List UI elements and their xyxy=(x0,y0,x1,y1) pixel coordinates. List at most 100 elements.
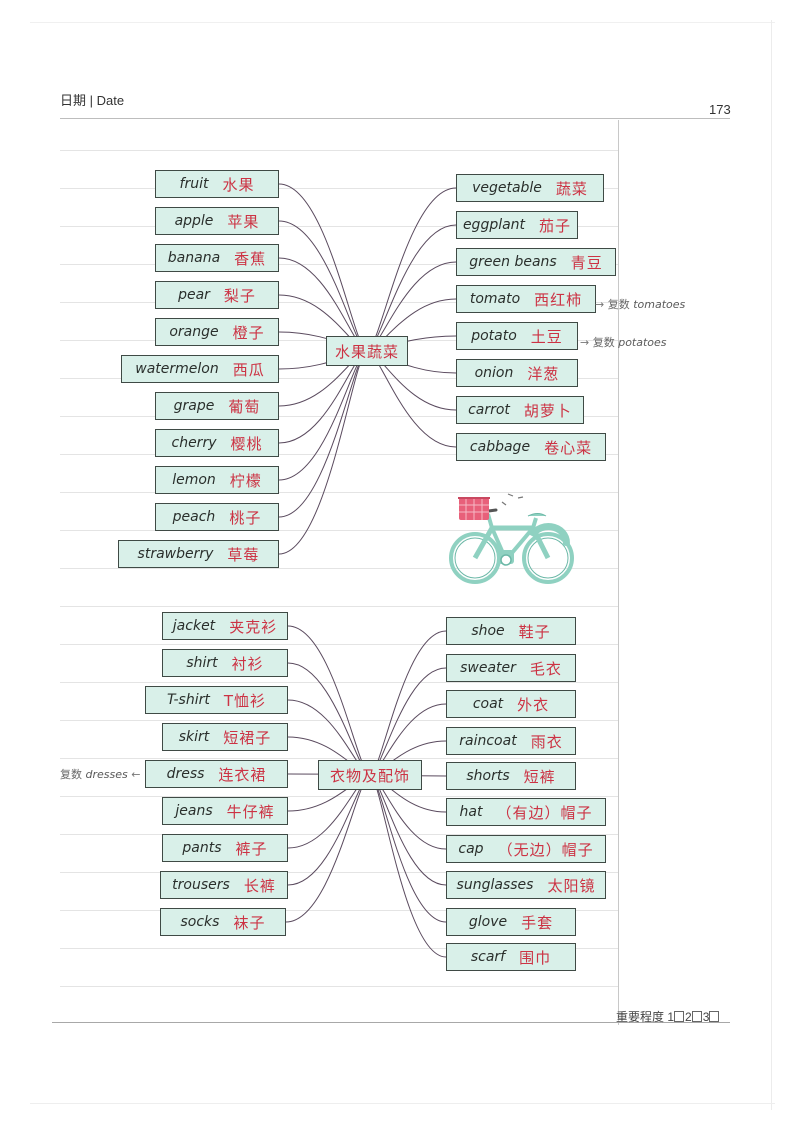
link-line xyxy=(287,662,371,776)
chinese-word: 柠檬 xyxy=(229,471,262,490)
plural-form: tomatoes xyxy=(633,298,686,311)
chinese-word: 西瓜 xyxy=(232,360,265,379)
english-word: orange xyxy=(169,324,219,340)
chinese-word: 外衣 xyxy=(517,695,550,714)
english-word: vegetable xyxy=(472,180,542,196)
english-word: coat xyxy=(472,696,504,712)
chinese-word: 水果 xyxy=(222,175,255,194)
word-card-fruit: fruit 水果 xyxy=(155,170,279,198)
hub-clothing-accessories: 衣物及配饰 xyxy=(318,760,422,790)
english-word: lemon xyxy=(172,472,216,488)
chinese-word: 长裤 xyxy=(243,876,276,895)
word-card-hat: hat（有边）帽子 xyxy=(446,798,606,826)
english-word: eggplant xyxy=(462,217,526,233)
word-card-orange: orange 橙子 xyxy=(155,318,279,346)
chinese-word: 衬衫 xyxy=(231,654,264,673)
arrow-right-icon: → xyxy=(580,336,590,349)
chinese-word: 夹克衫 xyxy=(229,617,278,636)
chinese-word: 袜子 xyxy=(233,913,266,932)
ruled-line xyxy=(60,568,618,569)
chinese-word: 短裤 xyxy=(523,767,556,786)
chinese-word: 裤子 xyxy=(235,839,268,858)
chinese-word: 雨衣 xyxy=(530,732,563,751)
ruled-line xyxy=(60,150,618,151)
arrow-right-icon: → xyxy=(595,298,605,311)
chinese-word: 鞋子 xyxy=(518,622,551,641)
english-word: potato xyxy=(471,328,517,344)
link-line xyxy=(278,350,368,555)
english-word: green beans xyxy=(469,254,557,270)
english-word: fruit xyxy=(179,176,209,192)
english-word: glove xyxy=(468,914,508,930)
link-line xyxy=(366,187,457,352)
ruled-line xyxy=(60,378,618,379)
word-card-shirt: shirt 衬衫 xyxy=(162,649,288,677)
english-word: banana xyxy=(167,250,221,266)
english-word: socks xyxy=(180,914,220,930)
link-line xyxy=(278,183,368,352)
ruled-line xyxy=(60,758,618,759)
english-word: apple xyxy=(174,213,214,229)
english-word: pear xyxy=(178,287,210,303)
margin-line xyxy=(618,120,619,1025)
chinese-word: 橙子 xyxy=(232,323,265,342)
chinese-word: 短裙子 xyxy=(223,728,272,747)
ruled-line xyxy=(60,454,618,455)
english-word: skirt xyxy=(178,729,210,745)
chinese-word: 土豆 xyxy=(530,327,563,346)
link-line xyxy=(285,774,371,923)
importance-level-3: 3 xyxy=(702,1010,710,1024)
chinese-word: 卷心菜 xyxy=(544,438,593,457)
checkbox-icon[interactable] xyxy=(674,1011,685,1022)
word-card-glove: glove 手套 xyxy=(446,908,576,936)
english-word: cap xyxy=(458,841,484,857)
english-word: raincoat xyxy=(459,733,517,749)
plural-note-label: 复数 xyxy=(60,768,82,781)
importance-label: 重要程度 xyxy=(616,1010,665,1024)
english-word: peach xyxy=(172,509,216,525)
english-word: grape xyxy=(173,398,215,414)
chinese-word: 牛仔裤 xyxy=(226,802,275,821)
english-word: shirt xyxy=(186,655,218,671)
word-card-lemon: lemon 柠檬 xyxy=(155,466,279,494)
chinese-word: 手套 xyxy=(521,913,554,932)
word-card-dress: dress 连衣裙 xyxy=(145,760,288,788)
footer-rule xyxy=(52,1022,730,1023)
ruled-line xyxy=(60,492,618,493)
page-top-edge xyxy=(30,22,775,23)
ruled-line xyxy=(60,416,618,417)
ruled-line xyxy=(60,264,618,265)
chinese-word: 香蕉 xyxy=(234,249,267,268)
english-word: shorts xyxy=(466,768,510,784)
chinese-word: 西红柿 xyxy=(534,290,583,309)
english-word: T-shirt xyxy=(166,692,210,708)
english-word: dress xyxy=(166,766,205,782)
importance-level-2: 2 xyxy=(685,1010,692,1024)
checkbox-icon[interactable] xyxy=(691,1011,702,1022)
plural-note-potatoes: → 复数 potatoes xyxy=(580,334,667,350)
importance-level-1: 1 xyxy=(667,1010,675,1024)
ruled-line xyxy=(60,986,618,987)
checkbox-icon[interactable] xyxy=(709,1011,720,1022)
link-line xyxy=(287,625,371,776)
english-word: scarf xyxy=(470,949,506,965)
date-label: 日期 | Date xyxy=(60,93,125,108)
chinese-word: 连衣裙 xyxy=(218,765,267,784)
ruled-line xyxy=(60,302,618,303)
link-line xyxy=(287,774,371,886)
plural-form: dresses xyxy=(85,768,128,781)
word-card-shorts: shorts 短裤 xyxy=(446,762,576,790)
